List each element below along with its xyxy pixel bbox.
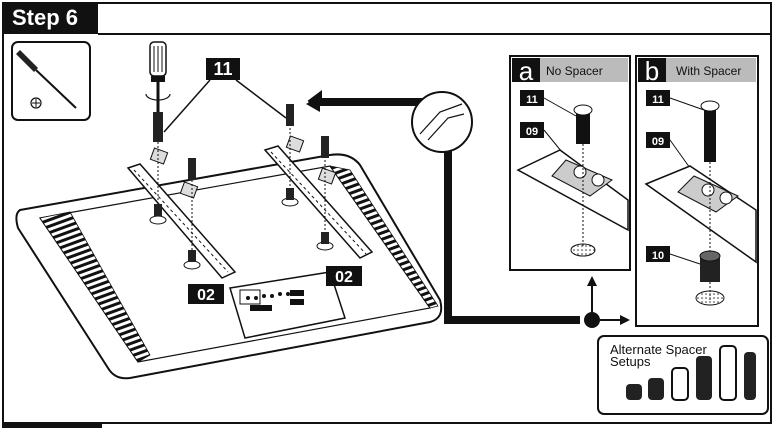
panel-b: b With Spacer 11 09 10 [635, 55, 759, 327]
phillips-screwdriver-icon [16, 50, 77, 109]
zoom-detail [411, 91, 473, 153]
panel-b-title: With Spacer [676, 64, 741, 78]
direction-arrows [306, 90, 630, 328]
callout-rail-left: 02 [197, 287, 215, 304]
callout-rail-right-box [326, 266, 362, 286]
rail-right [263, 135, 374, 259]
callout-screw-box [206, 58, 240, 80]
panel-b-letter: b [645, 56, 659, 86]
rail-left [126, 147, 237, 279]
panel-a-screw: 11 [526, 94, 538, 106]
callout-rail-right: 02 [335, 269, 353, 286]
panel-a-plate: 09 [526, 126, 538, 138]
tool-box [11, 41, 91, 121]
instruction-frame [2, 2, 772, 424]
screwdriver-icon [145, 41, 171, 112]
footer-bar [2, 424, 102, 428]
callout-screw: 11 [213, 59, 232, 79]
alternate-spacer-box: Alternate Spacer Setups [597, 335, 769, 415]
panel-b-spacer: 10 [652, 250, 664, 262]
alternate-title-line1: Alternate Spacer [610, 342, 708, 357]
panel-a-title: No Spacer [546, 64, 603, 78]
callout-rail-left-box [188, 284, 224, 304]
panel-b-screw: 11 [652, 94, 664, 106]
tv-ports [246, 290, 304, 311]
header-divider [98, 33, 772, 35]
panel-a: a No Spacer 11 09 [509, 55, 631, 271]
step-title: Step 6 [2, 2, 98, 34]
panel-b-plate: 09 [652, 136, 664, 148]
spacer-stack-icons [626, 345, 756, 401]
panel-a-letter: a [519, 56, 534, 86]
alternate-title-line2: Setups [610, 354, 651, 369]
screws [149, 104, 334, 270]
